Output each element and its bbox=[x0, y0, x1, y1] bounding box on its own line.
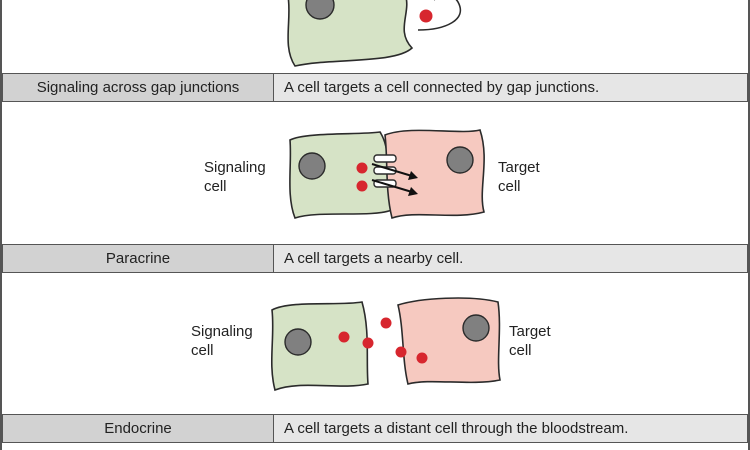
paracrine-signaling-nucleus bbox=[284, 328, 312, 356]
left-border bbox=[0, 0, 2, 450]
autocrine-return-arrow bbox=[417, 0, 461, 31]
gap-molecule-1 bbox=[356, 162, 368, 174]
row-description: A cell targets a cell connected by gap j… bbox=[284, 79, 600, 96]
paracrine-target-nucleus bbox=[462, 314, 490, 342]
gap-arrow-1 bbox=[371, 163, 413, 177]
gap-junction-cells bbox=[289, 129, 485, 220]
row-description: A cell targets a nearby cell. bbox=[284, 250, 464, 267]
gap-target-cell bbox=[384, 129, 485, 220]
gap-signaling-nucleus bbox=[298, 152, 326, 180]
gap-signaling-label-line1: Signaling bbox=[204, 159, 266, 176]
gap-junction-channel-1 bbox=[373, 154, 397, 163]
gap-target-label-line1: Target bbox=[498, 159, 540, 176]
row-gap-junctions: Signaling across gap junctions A cell ta… bbox=[2, 73, 748, 102]
paracrine-target-label-line2: cell bbox=[509, 342, 532, 359]
gap-target-label-line2: cell bbox=[498, 178, 521, 195]
paracrine-target-cell bbox=[397, 297, 501, 385]
paracrine-signaling-label-line1: Signaling bbox=[191, 323, 253, 340]
row-name: Signaling across gap junctions bbox=[3, 74, 274, 101]
paracrine-target-label: Target cell bbox=[509, 322, 551, 360]
row-name: Endocrine bbox=[3, 415, 274, 442]
gap-molecule-2 bbox=[356, 180, 368, 192]
gap-target-nucleus bbox=[446, 146, 474, 174]
autocrine-nucleus bbox=[305, 0, 335, 20]
gap-signaling-label: Signaling cell bbox=[204, 158, 266, 196]
paracrine-molecule-5 bbox=[416, 352, 428, 364]
paracrine-signaling-label: Signaling cell bbox=[191, 322, 253, 360]
autocrine-cell-group bbox=[287, 0, 461, 67]
row-description: A cell targets a distant cell through th… bbox=[284, 420, 629, 437]
gap-arrowhead-1 bbox=[408, 171, 418, 180]
row-endocrine: Endocrine A cell targets a distant cell … bbox=[2, 414, 748, 443]
paracrine-signaling-cell bbox=[270, 301, 369, 392]
gap-arrow-2 bbox=[371, 179, 413, 193]
paracrine-target-label-line1: Target bbox=[509, 323, 551, 340]
right-border bbox=[748, 0, 750, 450]
paracrine-molecule-2 bbox=[362, 337, 374, 349]
paracrine-molecule-1 bbox=[338, 331, 350, 343]
paracrine-signaling-label-line2: cell bbox=[191, 342, 214, 359]
row-name: Paracrine bbox=[3, 245, 274, 272]
paracrine-molecule-3 bbox=[380, 317, 392, 329]
gap-target-label: Target cell bbox=[498, 158, 540, 196]
gap-arrowhead-2 bbox=[408, 187, 418, 196]
gap-signaling-label-line2: cell bbox=[204, 178, 227, 195]
next-panel-strip bbox=[2, 443, 748, 450]
paracrine-molecule-4 bbox=[395, 346, 407, 358]
autocrine-molecule bbox=[419, 9, 433, 23]
paracrine-cells bbox=[270, 297, 501, 392]
row-paracrine: Paracrine A cell targets a nearby cell. bbox=[2, 244, 748, 273]
